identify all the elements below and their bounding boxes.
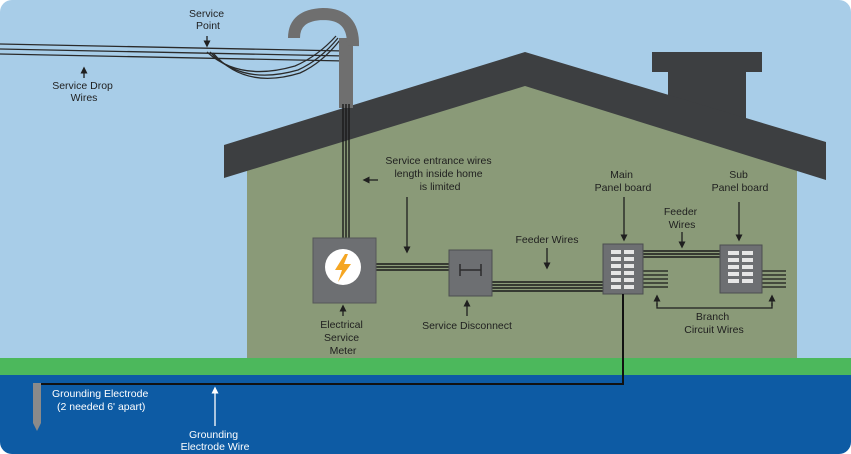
label-service-point: Service Point xyxy=(189,8,227,32)
grounding-electrode xyxy=(33,383,41,431)
label-feeder-wires-upper: Feeder Wires xyxy=(664,206,700,231)
label-grounding-electrode: Grounding Electrode (2 needed 6' apart) xyxy=(52,388,151,413)
label-electrical-service-meter: Electrical Service Meter xyxy=(320,319,366,357)
house-wall xyxy=(247,80,797,358)
service-disconnect xyxy=(448,249,493,297)
feeder-wires-lower xyxy=(492,281,603,292)
switch-icon xyxy=(459,264,482,276)
service-entrance-wires xyxy=(342,104,350,238)
roof xyxy=(224,52,826,180)
feeder-wires-upper xyxy=(643,250,720,258)
label-branch-circuit-wires: Branch Circuit Wires xyxy=(684,311,744,336)
main-panel-board xyxy=(602,243,644,295)
lightning-bolt-icon xyxy=(335,254,351,282)
breaker-grid-icon xyxy=(728,251,753,283)
breaker-grid-icon xyxy=(611,250,634,289)
service-drop-wires xyxy=(0,35,346,79)
grounding-electrode-wire xyxy=(38,294,624,385)
grass xyxy=(0,358,851,375)
branch-circuit-wires xyxy=(643,270,786,288)
label-service-disconnect: Service Disconnect xyxy=(422,320,512,332)
label-service-entrance-wires: Service entrance wires length inside hom… xyxy=(385,155,494,193)
label-grounding-electrode-wire: Grounding Electrode Wire xyxy=(181,429,250,453)
meter-to-disconnect-wires xyxy=(376,263,449,271)
service-mast xyxy=(288,7,359,108)
arrow-icon xyxy=(80,36,776,316)
electrical-service-meter xyxy=(312,237,377,304)
sub-panel-board xyxy=(719,244,763,294)
ground xyxy=(0,375,851,454)
label-main-panel-board: Main Panel board xyxy=(595,169,652,194)
label-service-drop-wires: Service Drop Wires xyxy=(52,80,116,104)
label-feeder-wires-lower: Feeder Wires xyxy=(515,234,578,246)
label-sub-panel-board: Sub Panel board xyxy=(712,169,769,194)
